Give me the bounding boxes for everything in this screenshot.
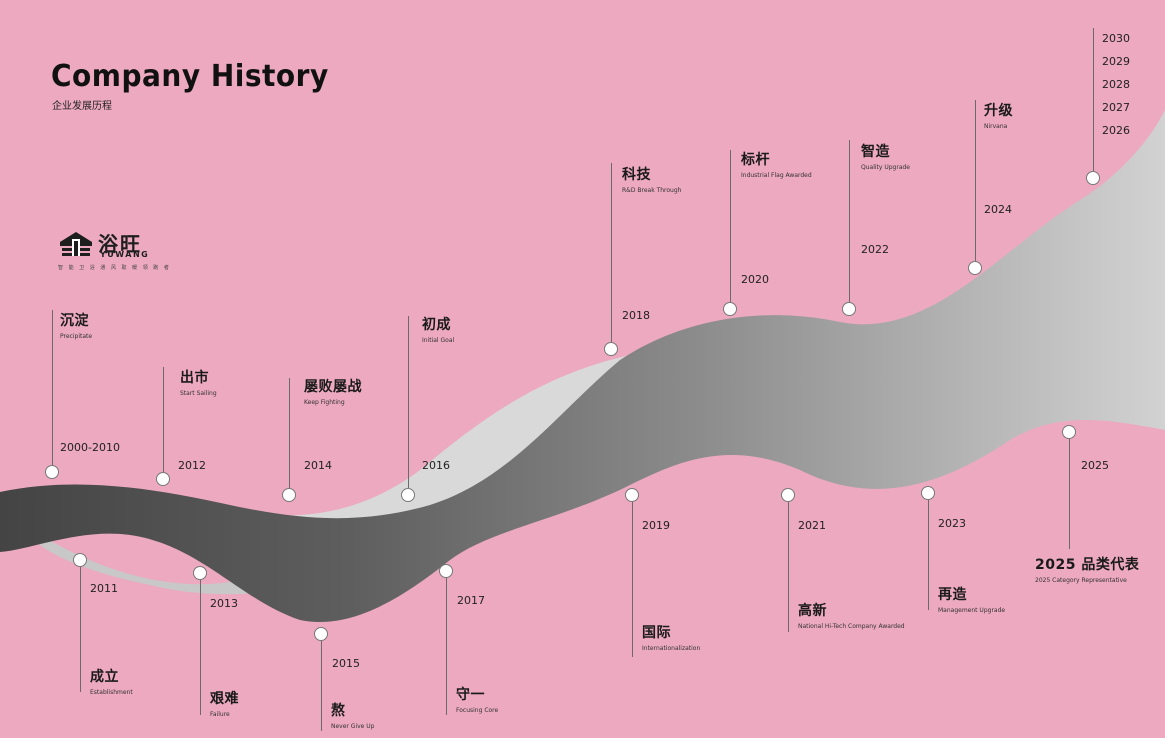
future-year: 2028 [1102, 78, 1130, 91]
company-logo: 浴旺 YUWANG 智 能 卫 浴 通 风 取 暖 领 跑 者 [58, 228, 178, 276]
milestone-line [975, 100, 976, 261]
milestone-year: 2024 [984, 203, 1012, 216]
milestone-dot[interactable] [193, 566, 207, 580]
milestone-year: 2014 [304, 459, 332, 472]
milestone-year: 2016 [422, 459, 450, 472]
ribbon-light-upper [180, 355, 640, 536]
milestone-year: 2011 [90, 582, 118, 595]
milestone-line [408, 316, 409, 488]
milestone-dot[interactable] [842, 302, 856, 316]
future-line [1093, 28, 1094, 171]
logo-name-en: YUWANG [100, 250, 150, 259]
milestone-year: 2021 [798, 519, 826, 532]
milestone-dot[interactable] [45, 465, 59, 479]
milestone-dot[interactable] [1062, 425, 1076, 439]
logo-mark-icon [60, 232, 92, 256]
milestone-line [788, 502, 789, 632]
milestone-year: 2013 [210, 597, 238, 610]
future-year: 2029 [1102, 55, 1130, 68]
milestone-dot[interactable] [723, 302, 737, 316]
milestone-dot[interactable] [439, 564, 453, 578]
milestone-dot[interactable] [156, 472, 170, 486]
milestone-line [928, 500, 929, 610]
milestone-dot[interactable] [625, 488, 639, 502]
page-title: Company History [51, 58, 329, 94]
logo-tagline: 智 能 卫 浴 通 风 取 暖 领 跑 者 [58, 265, 171, 271]
milestone-line [730, 150, 731, 302]
milestone-line [200, 580, 201, 715]
milestone-line [52, 310, 53, 465]
milestone-year: 2015 [332, 657, 360, 670]
milestone-line [321, 641, 322, 731]
milestone-year: 2012 [178, 459, 206, 472]
milestone-year: 2018 [622, 309, 650, 322]
page-subtitle: 企业发展历程 [52, 101, 112, 112]
future-dot[interactable] [1086, 171, 1100, 185]
milestone-dot[interactable] [604, 342, 618, 356]
milestone-line [163, 367, 164, 472]
milestone-year: 2023 [938, 517, 966, 530]
milestone-line [1069, 439, 1070, 549]
milestone-year: 2000-2010 [60, 441, 120, 454]
logo-name-cn: 浴旺 [98, 232, 142, 256]
milestone-dot[interactable] [921, 486, 935, 500]
milestone-line [611, 163, 612, 342]
milestone-line [289, 378, 290, 488]
milestone-dot[interactable] [401, 488, 415, 502]
milestone-dot[interactable] [968, 261, 982, 275]
future-year: 2030 [1102, 32, 1130, 45]
milestone-dot[interactable] [282, 488, 296, 502]
milestone-dot[interactable] [314, 627, 328, 641]
milestone-dot[interactable] [73, 553, 87, 567]
milestone-year: 2022 [861, 243, 889, 256]
future-year: 2027 [1102, 101, 1130, 114]
milestone-year: 2017 [457, 594, 485, 607]
milestone-dot[interactable] [781, 488, 795, 502]
milestone-line [632, 502, 633, 657]
milestone-year: 2019 [642, 519, 670, 532]
milestone-line [446, 578, 447, 715]
milestone-line [80, 567, 81, 692]
future-year: 2026 [1102, 124, 1130, 137]
milestone-year: 2025 [1081, 459, 1109, 472]
milestone-year: 2020 [741, 273, 769, 286]
ribbon-main [0, 110, 1165, 622]
milestone-line [849, 140, 850, 302]
